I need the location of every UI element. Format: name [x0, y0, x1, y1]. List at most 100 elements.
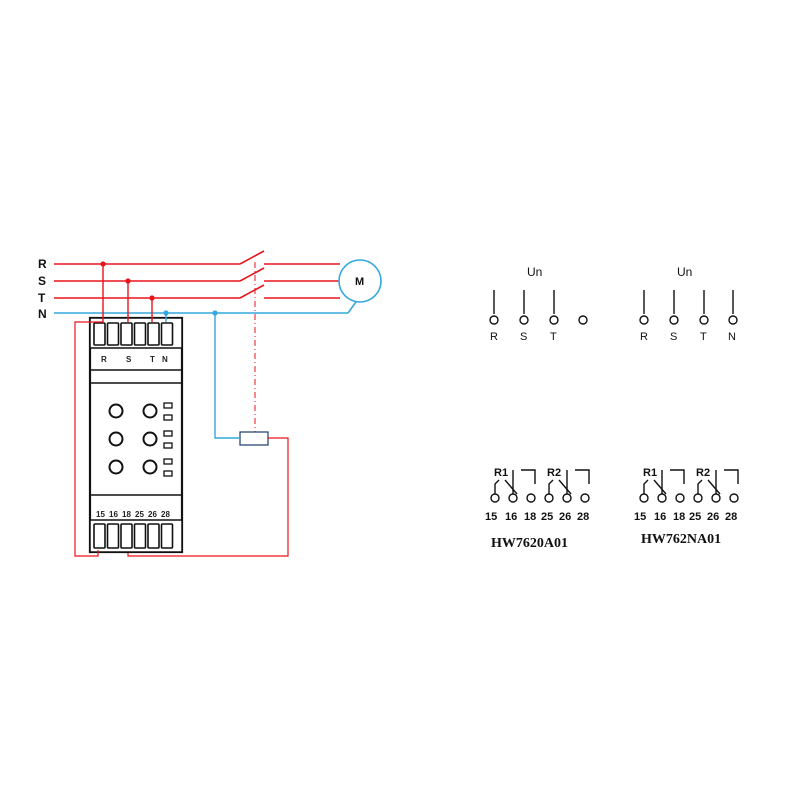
model-a-diagram: Un R S T R1 R2 15 16 18 25 26 28 HW7620A…	[485, 265, 590, 551]
relay-terminal	[675, 493, 685, 503]
relay-terminal	[711, 493, 721, 503]
model-a-contact-number: 26	[559, 511, 571, 523]
relay-terminal	[729, 493, 739, 503]
relay-terminal	[508, 493, 518, 503]
terminal-label-15: 15	[96, 510, 105, 519]
model-b-relay2-label: R2	[696, 467, 710, 479]
relay-contact-lead	[494, 479, 500, 494]
device-supply-wires	[102, 264, 153, 322]
contactor-blade-r	[239, 250, 265, 265]
output-terminal-slots	[93, 523, 174, 549]
supply-pin-terminal	[519, 315, 529, 325]
phase-label-s: S	[38, 274, 46, 288]
terminal-label-t: T	[150, 355, 155, 364]
input-terminal-slots	[93, 322, 174, 346]
model-b-supply-label: Un	[677, 265, 692, 279]
model-b-contact-number: 15	[634, 511, 646, 523]
relay-blade	[558, 479, 572, 495]
supply-pin-terminal	[639, 315, 649, 325]
model-b-relay1-label: R1	[643, 467, 657, 479]
model-a-pin-label: R	[490, 331, 498, 343]
status-led	[163, 442, 173, 449]
terminal-slot	[133, 523, 147, 549]
model-a-pin-label: S	[520, 331, 527, 343]
common-feed-wire	[74, 321, 103, 557]
relay-bracket	[715, 469, 739, 495]
model-b-contact-number: 25	[689, 511, 701, 523]
supply-pin-terminal	[699, 315, 709, 325]
indicator-knob	[142, 431, 158, 447]
indicator-knob	[142, 459, 158, 475]
phase-label-t: T	[38, 291, 46, 305]
supply-pin-terminal	[669, 315, 679, 325]
relay-terminal	[562, 493, 572, 503]
terminal-slot	[147, 523, 160, 549]
terminal-label-18: 18	[122, 510, 131, 519]
motor-circle	[338, 259, 382, 303]
status-led	[163, 430, 173, 437]
terminal-slot	[93, 523, 106, 549]
model-b-pin-label: R	[640, 331, 648, 343]
model-a-supply-label: Un	[527, 265, 542, 279]
relay-bracket	[566, 469, 590, 495]
model-b-supply-pins	[639, 290, 738, 325]
terminal-label-28: 28	[161, 510, 170, 519]
status-led	[163, 458, 173, 465]
contactor-blade-s	[239, 267, 265, 282]
supply-pin-terminal	[578, 315, 588, 325]
terminal-slot	[120, 322, 133, 346]
status-led	[163, 470, 173, 477]
model-a-name: HW7620A01	[491, 536, 568, 551]
indicator-knobs	[108, 403, 158, 475]
motor-label: M	[355, 276, 364, 288]
terminal-slot	[93, 322, 106, 346]
relay-terminal	[526, 493, 536, 503]
terminal-slot	[160, 322, 174, 346]
relay-contact-lead	[548, 479, 554, 494]
relay-blade	[653, 479, 667, 495]
phase-label-r: R	[38, 257, 47, 271]
model-a-contact-number: 18	[524, 511, 536, 523]
model-b-pin-label: S	[670, 331, 677, 343]
phase-lines-input	[54, 263, 240, 299]
terminal-label-25: 25	[135, 510, 144, 519]
indicator-knob	[108, 459, 124, 475]
terminal-slot	[133, 322, 147, 346]
coil-phase-wire	[127, 437, 289, 557]
model-b-relay-contacts	[639, 469, 739, 503]
contactor-blade-t	[239, 284, 265, 299]
relay-terminal	[693, 493, 703, 503]
wiring-section: R S T N M	[38, 250, 382, 557]
terminal-slot	[147, 322, 160, 346]
model-b-contact-number: 18	[673, 511, 685, 523]
model-b-diagram: Un R S T N R1 R2 15 16 18 25 26 28 HW762…	[634, 265, 739, 547]
indicator-knob	[108, 431, 124, 447]
relay-contact-lead	[697, 479, 703, 494]
status-led	[163, 402, 173, 409]
relay-terminal	[490, 493, 500, 503]
contactor-coil	[239, 431, 269, 446]
status-leds	[163, 402, 173, 477]
model-a-contact-number: 28	[577, 511, 589, 523]
model-a-relay1-label: R1	[494, 467, 508, 479]
indicator-knob	[142, 403, 158, 419]
model-a-pin-label: T	[550, 331, 557, 343]
model-a-contact-number: 15	[485, 511, 497, 523]
terminal-label-s: S	[126, 355, 132, 364]
model-a-contact-number: 16	[505, 511, 517, 523]
relay-terminal	[580, 493, 590, 503]
model-a-relay-contacts	[490, 469, 590, 503]
contactor-switches	[239, 250, 340, 299]
model-b-name: HW762NA01	[641, 532, 721, 547]
model-b-contact-number: 16	[654, 511, 666, 523]
terminal-slot	[106, 523, 120, 549]
terminal-label-16: 16	[109, 510, 118, 519]
model-a-relay2-label: R2	[547, 467, 561, 479]
terminal-slot	[106, 322, 120, 346]
relay-blade	[707, 479, 721, 495]
model-a-contact-number: 25	[541, 511, 553, 523]
model-b-contact-number: 28	[725, 511, 737, 523]
model-a-supply-pins	[489, 290, 588, 325]
supply-pin-terminal	[489, 315, 499, 325]
